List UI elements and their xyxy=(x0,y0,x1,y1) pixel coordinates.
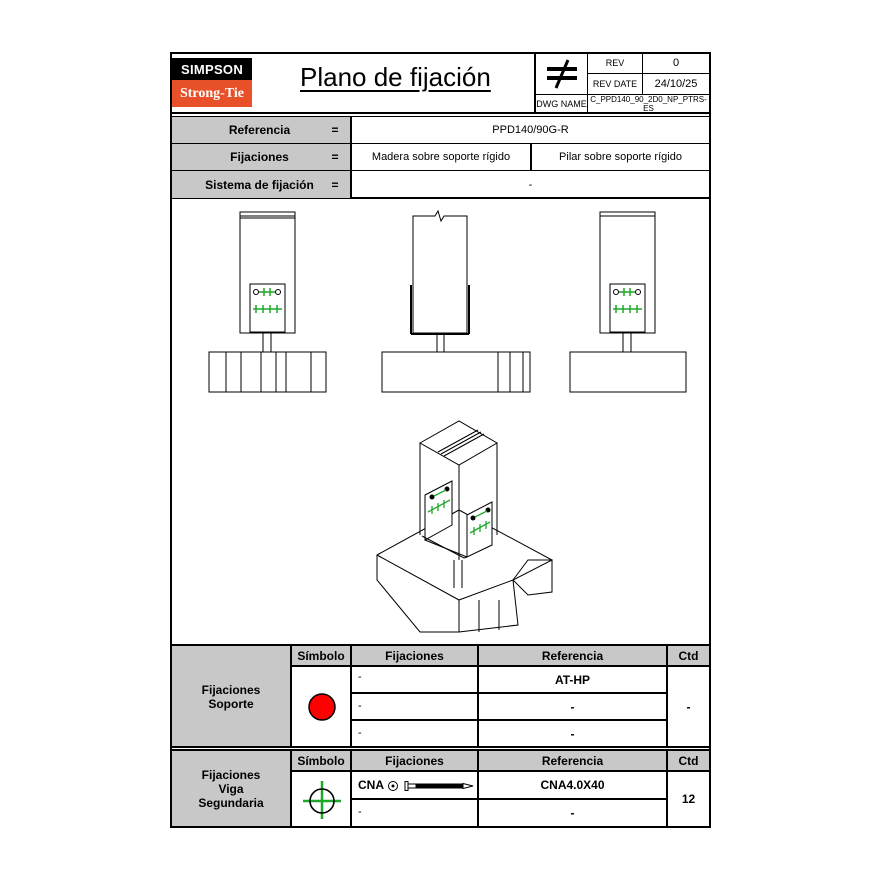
green-crosshair-icon xyxy=(303,781,341,819)
rev-date-label: REV DATE xyxy=(588,74,643,95)
viga-symbol-cell xyxy=(292,772,352,826)
viga-header-referencia: Referencia xyxy=(479,751,668,772)
viga-row-2-fijacion: - xyxy=(352,800,479,826)
page-title: Plano de fijación xyxy=(300,62,491,92)
viga-row-1-fijacion-label: CNA xyxy=(358,778,384,792)
rev-date-value: 24/10/25 xyxy=(643,74,709,95)
fijaciones-label: Fijaciones xyxy=(172,144,322,171)
fijaciones-value-1: Madera sobre soporte rígido xyxy=(352,144,532,171)
soporte-row-2-fijacion: - xyxy=(352,694,479,721)
sistema-eq: = xyxy=(320,171,352,198)
soporte-header-simbolo: Símbolo xyxy=(292,646,352,667)
soporte-row-1-referencia: AT-HP xyxy=(479,667,668,694)
viga-row-2-referencia: - xyxy=(479,800,668,826)
viga-header-simbolo: Símbolo xyxy=(292,751,352,772)
soporte-header-fijaciones: Fijaciones xyxy=(352,646,479,667)
referencia-label: Referencia xyxy=(172,117,322,144)
soporte-row-3-fijacion: - xyxy=(352,721,479,747)
soporte-ctd: - xyxy=(686,700,691,714)
soporte-section-label-line-2: Soporte xyxy=(208,696,254,711)
table-soporte-top-border xyxy=(170,644,711,646)
sistema-value: - xyxy=(528,178,533,191)
soporte-section-label-line-1: Fijaciones xyxy=(201,682,261,697)
soporte-row-2-referencia: - xyxy=(479,694,668,721)
viga-section-label-line-3: Segundaria xyxy=(198,795,264,810)
logo-simpson: SIMPSON xyxy=(172,58,252,80)
not-equal-icon xyxy=(547,59,577,89)
rev-label: REV xyxy=(588,52,643,74)
table-divider xyxy=(170,746,711,751)
rev-value: 0 xyxy=(643,52,709,74)
red-circle-icon xyxy=(308,693,336,721)
soporte-header-ctd: Ctd xyxy=(668,646,709,667)
viga-section-label-line-1: Fijaciones xyxy=(201,767,261,782)
logo-strong-tie: Strong-Tie xyxy=(172,80,252,107)
soporte-row-3-referencia: - xyxy=(479,721,668,747)
soporte-header-referencia: Referencia xyxy=(479,646,668,667)
fijaciones-value-2: Pilar sobre soporte rígido xyxy=(532,144,709,171)
header-bottom-border xyxy=(170,112,711,117)
fijaciones-eq: = xyxy=(320,144,352,171)
drawing-frame xyxy=(170,52,711,828)
fastener-marks xyxy=(253,288,282,313)
dwg-name-value: C_PPD140_90_2D0_NP_PTRS-ES xyxy=(590,95,707,113)
referencia-eq: = xyxy=(320,117,352,144)
dwg-name-label: DWG NAME xyxy=(534,95,588,113)
viga-header-ctd: Ctd xyxy=(668,751,709,772)
viga-section-label-line-2: Viga xyxy=(218,781,244,796)
symbol-box xyxy=(534,52,588,95)
nail-icon xyxy=(388,781,474,791)
referencia-value: PPD140/90G-R xyxy=(352,117,709,144)
viga-section-label: Fijaciones Viga Segundaria xyxy=(172,751,292,826)
soporte-section-label: Fijaciones Soporte xyxy=(172,646,292,747)
info-block xyxy=(170,117,711,199)
viga-row-1-fijacion: CNA xyxy=(352,772,479,800)
sistema-label: Sistema de fijación xyxy=(172,171,322,198)
viga-row-1-referencia: CNA4.0X40 xyxy=(479,772,668,800)
viga-ctd: 12 xyxy=(681,792,696,806)
viga-header-fijaciones: Fijaciones xyxy=(352,751,479,772)
soporte-symbol-cell xyxy=(292,667,352,747)
soporte-row-1-fijacion: - xyxy=(352,667,479,694)
